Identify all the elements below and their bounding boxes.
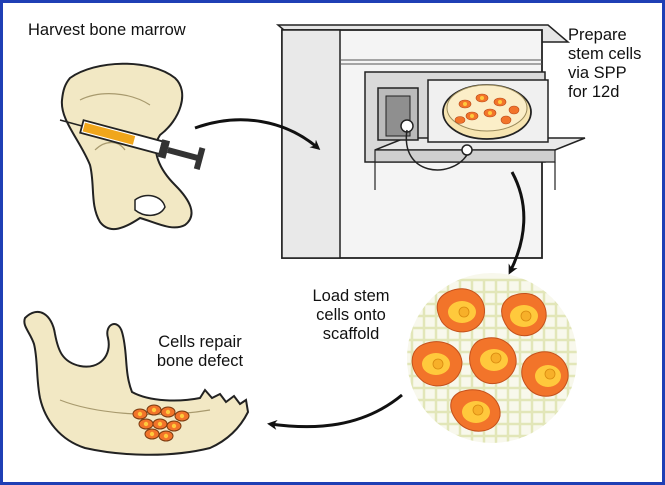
repair-label-line: Cells repair bbox=[140, 333, 260, 352]
repair-label-line: bone defect bbox=[140, 352, 260, 371]
load-label-line: Load stem bbox=[306, 287, 396, 306]
load-label: Load stem cells onto scaffold bbox=[306, 287, 396, 344]
repair-label: Cells repair bone defect bbox=[140, 333, 260, 371]
load-label-line: scaffold bbox=[306, 325, 396, 344]
scaffold-with-cells-icon bbox=[400, 273, 590, 450]
prepare-label: Prepare stem cells via SPP for 12d bbox=[568, 26, 641, 102]
culture-dish-icon bbox=[443, 85, 531, 139]
hip-bone-icon bbox=[62, 64, 192, 229]
prepare-label-line: stem cells bbox=[568, 45, 641, 64]
incubator-machine-icon bbox=[278, 25, 585, 258]
prepare-label-line: for 12d bbox=[568, 83, 641, 102]
prepare-label-line: via SPP bbox=[568, 64, 641, 83]
load-label-line: cells onto bbox=[306, 306, 396, 325]
arrow-load-to-repair bbox=[270, 395, 402, 427]
harvest-label: Harvest bone marrow bbox=[28, 21, 186, 40]
prepare-label-line: Prepare bbox=[568, 26, 641, 45]
